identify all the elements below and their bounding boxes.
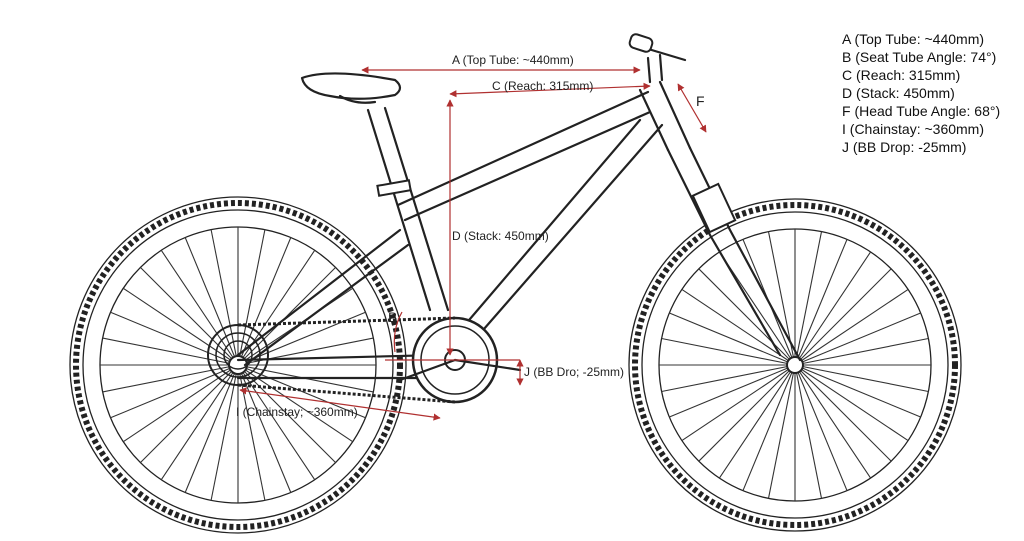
spoke <box>210 364 239 501</box>
spoke <box>661 337 796 366</box>
legend-item-stack: D (Stack: 450mm) <box>842 85 955 101</box>
label-head-tube-angle: F <box>696 93 705 109</box>
spoke <box>661 364 796 393</box>
spoke <box>794 364 848 491</box>
label-reach: C (Reach: 315mm) <box>492 79 593 93</box>
spoke <box>794 364 929 393</box>
spoke <box>698 268 796 366</box>
front-wheel <box>628 198 962 532</box>
spoke <box>184 364 239 493</box>
saddle <box>300 72 402 104</box>
spoke <box>681 364 796 442</box>
spoke <box>794 288 909 366</box>
spoke <box>794 364 872 479</box>
spoke <box>794 312 921 366</box>
legend-item-bb-drop: J (BB Drop: -25mm) <box>842 139 967 155</box>
label-chainstay: I (Chainstay; ~360mm) <box>236 405 358 419</box>
spoke <box>794 364 823 499</box>
spoke <box>237 364 316 481</box>
spoke <box>767 364 796 499</box>
spoke <box>794 364 892 462</box>
spoke <box>160 249 239 366</box>
legend-item-head-tube-angle: F (Head Tube Angle: 68°) <box>842 103 1001 119</box>
dimension-lines <box>239 66 707 421</box>
geometry-legend: A (Top Tube: ~440mm) B (Seat Tube Angle:… <box>842 30 1000 156</box>
spoke <box>794 251 872 366</box>
spoke <box>794 337 929 366</box>
legend-item-top-tube: A (Top Tube: ~440mm) <box>842 31 985 47</box>
spoke <box>794 364 921 418</box>
spoke <box>110 364 239 419</box>
spoke <box>669 312 796 366</box>
spoke <box>140 364 239 463</box>
spoke <box>122 287 239 366</box>
spoke <box>742 364 796 491</box>
spoke <box>102 364 239 393</box>
spoke <box>237 364 292 493</box>
spoke <box>794 268 892 366</box>
spoke <box>160 364 239 481</box>
spoke <box>794 364 909 442</box>
bicycle-frame <box>236 80 802 380</box>
spoke <box>669 364 796 418</box>
legend-item-seat-tube-angle: B (Seat Tube Angle: 74°) <box>842 49 997 65</box>
spoke <box>794 231 823 366</box>
spoke <box>698 364 796 462</box>
spoke <box>140 267 239 366</box>
front-wheel-spokes <box>659 229 931 501</box>
legend-item-reach: C (Reach: 315mm) <box>842 67 961 83</box>
legend-item-chainstay: I (Chainstay: ~360mm) <box>842 121 984 137</box>
label-bb-drop: J (BB Dro; -25mm) <box>524 365 624 379</box>
spoke <box>718 364 796 479</box>
label-top-tube: A (Top Tube: ~440mm) <box>452 53 574 67</box>
spoke <box>681 288 796 366</box>
spoke <box>102 337 239 366</box>
rear-wheel-spokes <box>100 227 376 503</box>
rear-wheel <box>69 196 407 534</box>
label-seat-tube-angle: B <box>388 309 397 325</box>
label-stack: D (Stack: 450mm) <box>452 229 549 243</box>
spoke <box>794 239 848 366</box>
handlebar <box>628 33 687 84</box>
